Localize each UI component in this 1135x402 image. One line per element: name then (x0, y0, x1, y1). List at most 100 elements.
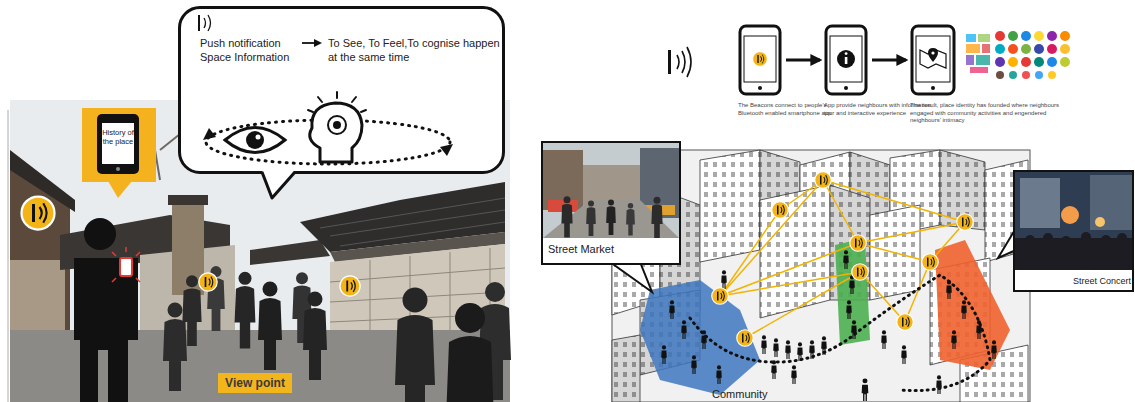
street-photo (235, 272, 256, 349)
neighbourhood-map (720, 180, 965, 338)
user-silhouette (84, 218, 116, 250)
bubble-tail (262, 172, 295, 198)
neighbourhood-map (821, 336, 827, 355)
smartphone-icon (740, 26, 954, 94)
concert-inset-photo (1090, 175, 1132, 230)
market-inset-photo (543, 143, 679, 238)
node-text: Push notification Space Information (200, 36, 298, 64)
market-inset-photo (541, 141, 681, 292)
neighbourhood-map (612, 335, 640, 402)
neighbourhood-map (661, 345, 667, 364)
neighbourhood-map (712, 288, 729, 305)
neighbourhood-map (901, 345, 907, 364)
street-photo (8, 110, 9, 402)
neighbourhood-map (851, 320, 857, 339)
neighbourhood-map (935, 240, 1010, 370)
phone-step: App provide neighbours with information … (826, 26, 866, 94)
phone-step: The Beacons connect to people's Bluetoot… (740, 26, 780, 94)
neighbourhood-map (716, 365, 722, 384)
neighbourhood-map (681, 320, 687, 339)
neighbourhood-map (640, 280, 760, 395)
neighbourhood-map (809, 340, 815, 359)
flow-arrow (872, 59, 906, 62)
app-icon-grid (1035, 71, 1043, 79)
beacon-marker (340, 276, 360, 296)
concert-inset-photo (1043, 233, 1053, 243)
app-icon-grid (1034, 57, 1044, 67)
neighbourhood-map (772, 202, 789, 219)
market-inset-photo (651, 197, 662, 238)
concert-inset-photo (1013, 170, 1134, 292)
smartphone-icon (844, 86, 848, 90)
app-icon-grid (1008, 57, 1018, 67)
smartphone-icon (931, 51, 934, 54)
app-icon-grid (1047, 44, 1057, 54)
smartphone-icon (744, 36, 776, 82)
smartphone-icon (758, 86, 762, 90)
flow-arrow (786, 59, 820, 62)
app-icon-grid (1047, 57, 1057, 67)
concert-inset-photo (1081, 232, 1091, 242)
neighbourhood-map (835, 238, 870, 345)
concert-inset-photo (1061, 236, 1071, 246)
smartphone-icon (916, 36, 950, 82)
beacon-waves (668, 50, 671, 74)
app-icon-grid (978, 34, 990, 42)
map-label: Community (712, 388, 792, 401)
neighbourhood-map (957, 214, 974, 231)
neighbourhood-map (936, 375, 942, 394)
beacon-waves (668, 47, 691, 77)
app-icon-grid (1021, 57, 1031, 67)
neighbourhood-map (773, 338, 779, 357)
user-silhouette (74, 258, 138, 402)
street-photo (182, 275, 201, 346)
app-icon-grid (1060, 57, 1070, 67)
neighbourhood-map (791, 365, 797, 384)
neighbourhood-map (669, 300, 675, 319)
app-icon-grid (966, 55, 974, 65)
market-inset-photo (606, 200, 616, 235)
neighbourhood-map (991, 340, 997, 359)
app-icon-grid (966, 31, 1070, 79)
street-photo (250, 240, 330, 265)
app-icon-grid (976, 55, 990, 65)
street-photo (446, 303, 494, 402)
app-icon-grid (1034, 44, 1044, 54)
phone-screen: History of the place (102, 123, 134, 164)
bubble-tail (262, 170, 295, 198)
neighbourhood-map (815, 172, 832, 189)
street-photo (168, 195, 208, 205)
smartphone-icon (740, 26, 780, 94)
neighbourhood-map (661, 250, 997, 401)
market-inset-photo (586, 201, 596, 236)
neighbourhood-map (843, 250, 849, 269)
smartphone-icon (845, 52, 848, 55)
neighbourhood-map (771, 360, 777, 379)
concert-inset-photo (1020, 178, 1060, 228)
neighbourhood-map (785, 340, 791, 359)
market-inset-photo (626, 203, 635, 235)
app-icon-grid (1034, 31, 1044, 41)
app-icon-grid (1048, 71, 1056, 79)
market-inset-photo (583, 165, 640, 205)
smartphone-icon (753, 52, 768, 67)
neighbourhood-map (846, 300, 852, 319)
node-text: Street Market (548, 243, 676, 256)
neighbourhood-map (951, 330, 957, 349)
beacon-marker (199, 273, 217, 291)
beacon-marker (22, 197, 361, 297)
app-icon-grid (995, 31, 1005, 41)
node-text: Street Concert (1037, 276, 1131, 287)
app-icon-grid (995, 44, 1005, 54)
street-photo (303, 292, 327, 381)
phone-callout (82, 108, 156, 198)
neighbourhood-map (700, 150, 760, 262)
app-icon-grid (996, 71, 1004, 79)
app-icon-grid (970, 67, 988, 73)
viewpoint-tag: View point (218, 373, 292, 393)
app-icon-grid (1047, 31, 1057, 41)
concert-inset-photo (1101, 235, 1111, 245)
market-inset-photo (610, 262, 652, 292)
